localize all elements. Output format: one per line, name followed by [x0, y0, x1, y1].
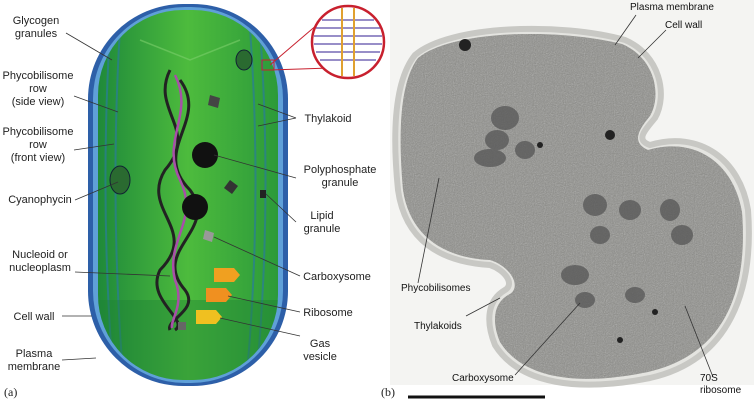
label-phycobilisome-front: Phycobilisome: [3, 126, 74, 138]
leader-lines-b: [417, 14, 714, 378]
nucleoid: [155, 69, 200, 332]
label-b-phycobilisomes: Phycobilisomes: [401, 283, 470, 294]
electron-micrograph: [390, 0, 754, 388]
gas-vesicle: [214, 268, 240, 282]
label-b-carboxysome: Carboxysome: [452, 373, 514, 384]
label-b-plasma-membrane: Plasma membrane: [630, 2, 714, 13]
label-carboxysome: Carboxysome: [303, 271, 371, 283]
cyanobacterium-diagram: [88, 4, 386, 386]
label-gas-vesicle: Gas: [310, 338, 331, 350]
micrograph-labels: Plasma membrane Cell wall Phycobilisomes…: [401, 2, 742, 396]
left-labels: Glycogen granules Phycobilisome row (sid…: [3, 15, 74, 373]
label-b-ribosome: ribosome: [700, 385, 742, 396]
cytoplasm: [98, 10, 278, 380]
label-phycobilisome-side: Phycobilisome: [3, 70, 74, 82]
label-b-70s: 70S: [700, 373, 718, 384]
label-phycobilisome-side-3: (side view): [12, 96, 65, 108]
carboxysomes-micrograph: [474, 106, 693, 308]
label-thylakoid: Thylakoid: [304, 113, 351, 125]
label-phycobilisome-front-2: row: [29, 139, 47, 151]
label-lipid-granule-2: granule: [304, 223, 341, 235]
label-cyanophycin: Cyanophycin: [8, 194, 72, 206]
lipid-granule: [260, 190, 266, 198]
label-gas-vesicle-2: vesicle: [303, 351, 337, 363]
panel-b-tag: (b): [381, 385, 395, 399]
label-ribosome: Ribosome: [303, 307, 353, 319]
inset-magnification: [310, 4, 386, 80]
panel-a-tag: (a): [4, 385, 17, 399]
label-glycogen-granules: Glycogen: [13, 15, 59, 27]
label-phycobilisome-side-2: row: [29, 83, 47, 95]
label-phycobilisome-front-3: (front view): [11, 152, 65, 164]
cyanophycin: [109, 165, 131, 195]
label-b-thylakoids: Thylakoids: [414, 321, 462, 332]
label-nucleoid: Nucleoid or: [12, 249, 68, 261]
polyphosphate-granule: [192, 142, 218, 168]
label-plasma-membrane-2: membrane: [8, 361, 61, 373]
label-polyphosphate: Polyphosphate: [304, 164, 377, 176]
right-labels: Thylakoid Polyphosphate granule Lipid gr…: [303, 113, 376, 363]
dark-granules: [459, 39, 658, 343]
leader-lines-a: [61, 32, 301, 361]
label-lipid-granule: Lipid: [310, 210, 333, 222]
label-plasma-membrane: Plasma: [16, 348, 54, 360]
label-nucleoid-2: nucleoplasm: [9, 262, 71, 274]
label-cell-wall: Cell wall: [14, 311, 55, 323]
label-b-cell-wall: Cell wall: [665, 20, 702, 31]
label-glycogen-granules-2: granules: [15, 28, 58, 40]
label-polyphosphate-2: granule: [322, 177, 359, 189]
carboxysome: [208, 95, 220, 108]
